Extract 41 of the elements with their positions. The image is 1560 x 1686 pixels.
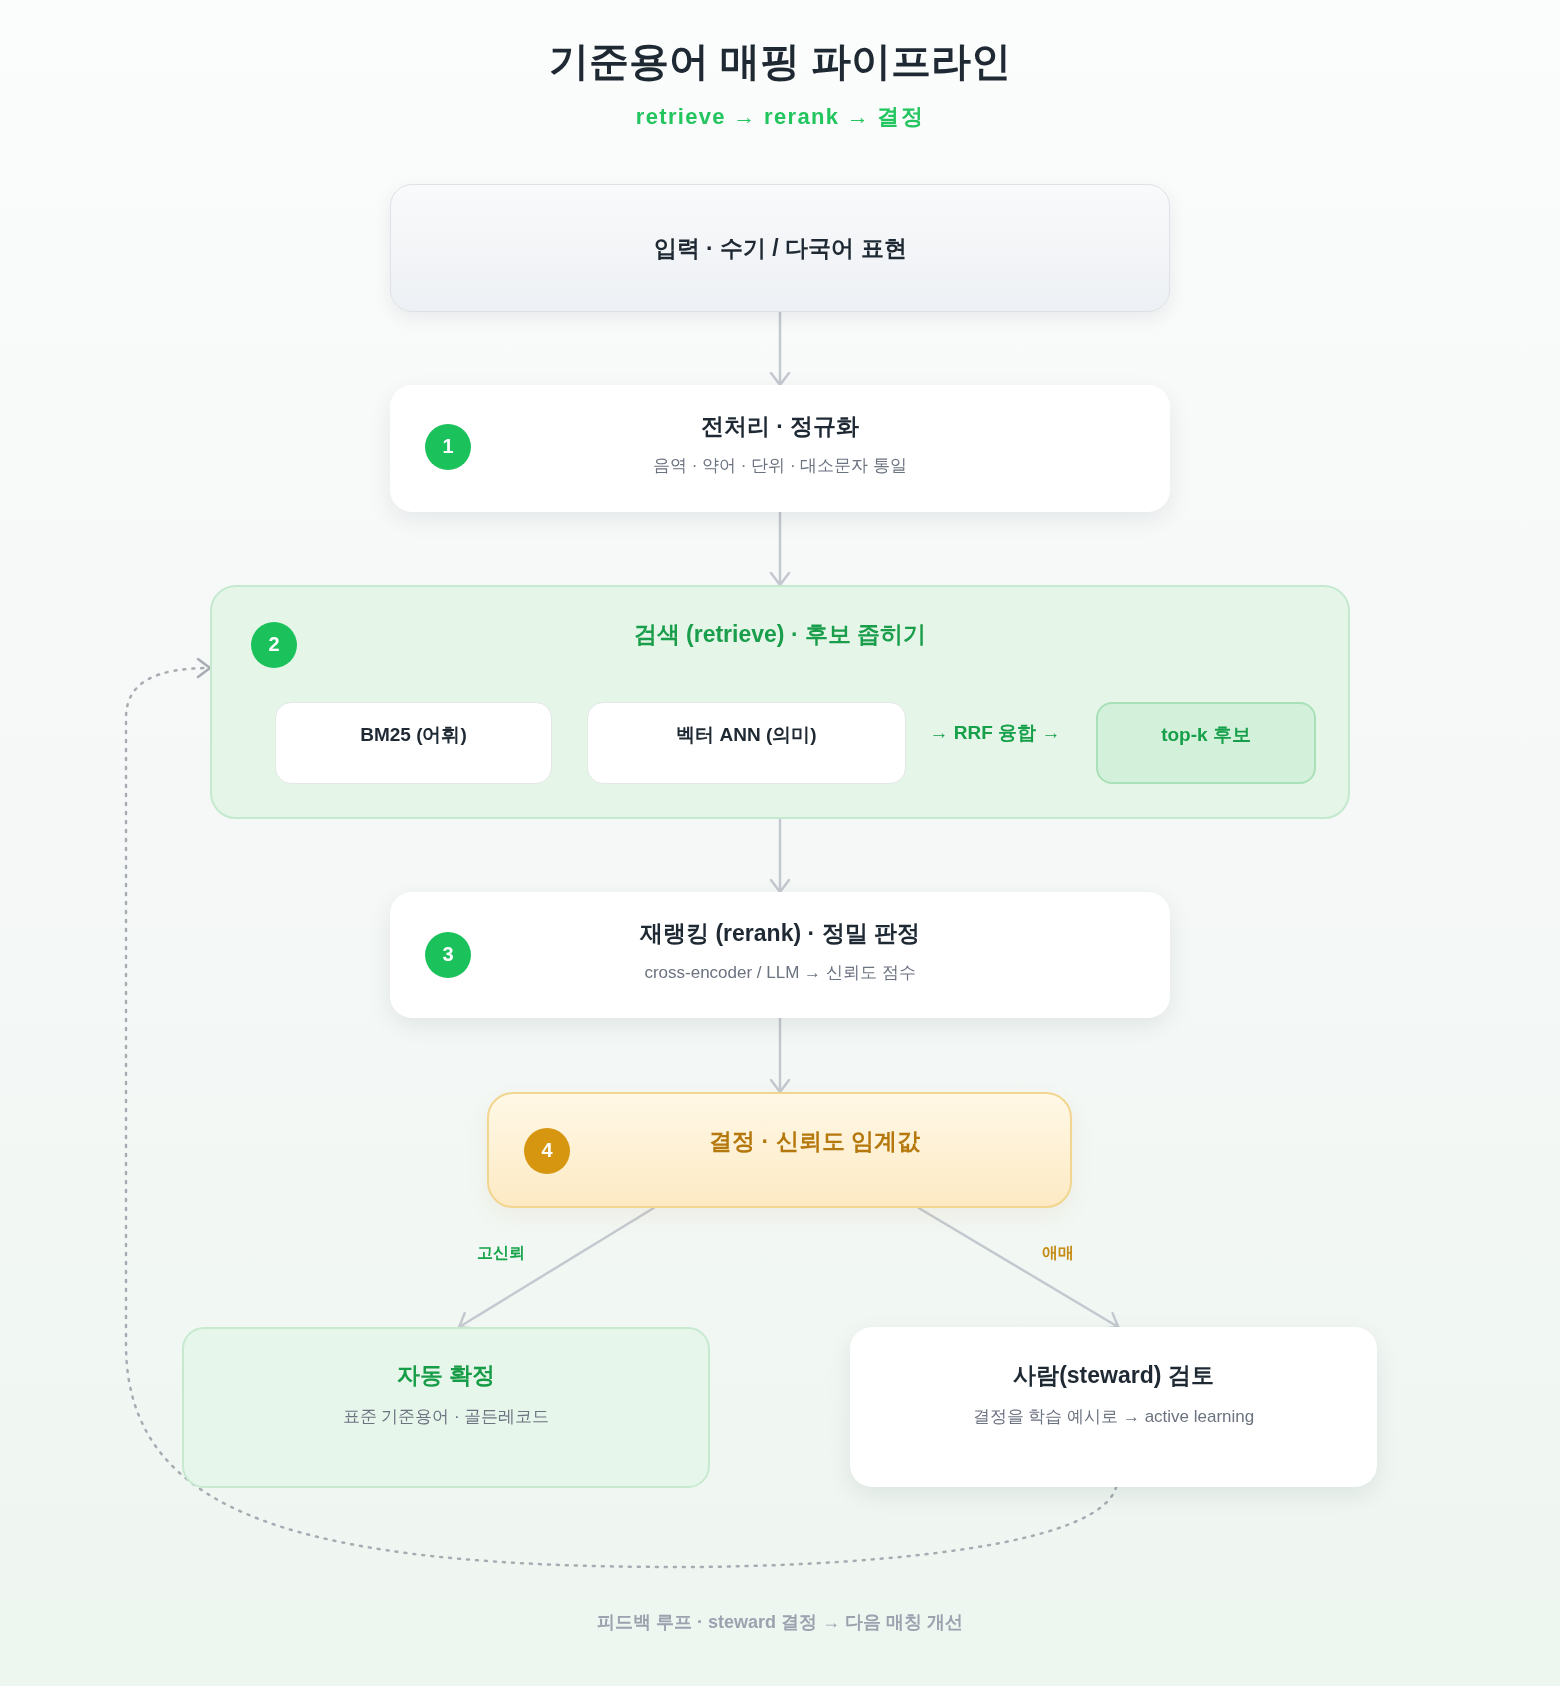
node-subtitle: cross-encoder / LLM → 신뢰도 점수 bbox=[644, 962, 916, 984]
result-box bbox=[1096, 702, 1316, 784]
node-title: 자동 확정 bbox=[396, 1361, 496, 1390]
node-title: 사람(steward) 검토 bbox=[1013, 1361, 1214, 1390]
step-badge: 4 bbox=[524, 1128, 570, 1174]
process-box bbox=[390, 892, 1170, 1018]
arrow bbox=[917, 1206, 1120, 1330]
process-box bbox=[390, 385, 1170, 512]
step-badge: 1 bbox=[425, 424, 471, 470]
node-subtitle: 결정을 학습 예시로 → active learning bbox=[972, 1406, 1255, 1428]
arrow bbox=[457, 1206, 655, 1330]
node-subtitle: 음역 · 약어 · 단위 · 대소문자 통일 bbox=[652, 455, 907, 477]
stage-panel bbox=[210, 585, 1350, 819]
node-subtitle: 표준 기준용어 · 골든레코드 bbox=[342, 1406, 550, 1428]
arrow bbox=[769, 817, 791, 894]
caption: 피드백 루프 · steward 결정 → 다음 매칭 개선 bbox=[597, 1611, 963, 1634]
method-box bbox=[587, 702, 906, 784]
node-title: 결정 · 신뢰도 임계값 bbox=[709, 1127, 920, 1156]
node-title: 전처리 · 정규화 bbox=[700, 412, 860, 441]
step-badge: 2 bbox=[251, 622, 297, 668]
node-title: 재랭킹 (rerank) · 정밀 판정 bbox=[640, 919, 920, 948]
edge-label: 애매 bbox=[1042, 1244, 1074, 1261]
method-box bbox=[275, 702, 552, 784]
arrow bbox=[769, 1016, 791, 1094]
diagram-title: 기준용어 매핑 파이프라인 bbox=[548, 38, 1012, 85]
input-box bbox=[390, 184, 1170, 312]
node-title: BM25 (어휘) bbox=[360, 723, 467, 747]
step-badge: 3 bbox=[425, 932, 471, 978]
arrow bbox=[769, 510, 791, 587]
node-title: 입력 · 수기 / 다국어 표현 bbox=[653, 234, 907, 263]
fusion-label: → RRF 융합 → bbox=[929, 722, 1061, 743]
node-title: top-k 후보 bbox=[1161, 723, 1251, 747]
review-box bbox=[850, 1327, 1377, 1487]
decision-box bbox=[487, 1092, 1072, 1208]
outcome-box bbox=[182, 1327, 710, 1488]
feedback-loop-arrow bbox=[124, 658, 1118, 1569]
subtitle: retrieve → rerank → 결정 bbox=[635, 104, 925, 129]
arrow bbox=[769, 310, 791, 387]
edge-label: 고신뢰 bbox=[477, 1244, 525, 1261]
node-title: 벡터 ANN (의미) bbox=[676, 723, 817, 747]
node-title: 검색 (retrieve) · 후보 좁히기 bbox=[633, 620, 927, 649]
